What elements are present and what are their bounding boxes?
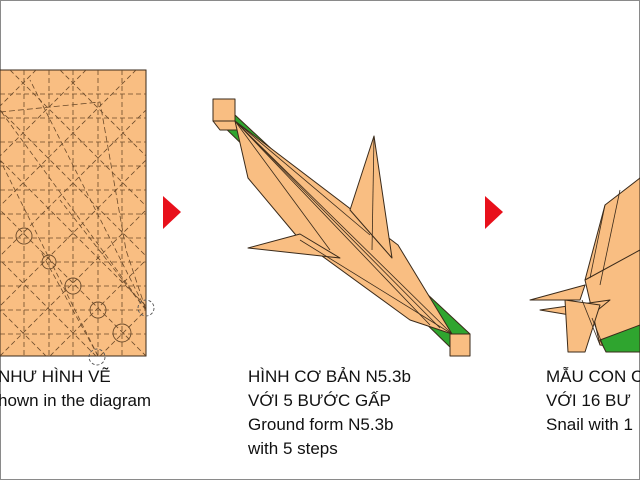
caption-line: VỚI 16 BƯ	[546, 391, 631, 410]
red-triangle-right-icon	[163, 196, 181, 229]
caption-line: hown in the diagram	[0, 391, 152, 410]
reference-circles	[88, 299, 155, 366]
crease-circles	[15, 227, 132, 343]
snail-model	[529, 177, 640, 353]
crease-lines	[0, 70, 146, 356]
caption-base-form: HÌNH CƠ BẢN N5.3b VỚI 5 BƯỚC GẤP Ground …	[248, 365, 411, 461]
red-triangle-right-icon	[485, 196, 503, 229]
caption-snail-model: MẪU CON C VỚI 16 BƯ Snail with 1	[546, 365, 640, 437]
caption-line: MẪU CON C	[546, 367, 640, 386]
caption-line: VỚI 5 BƯỚC GẤP	[248, 391, 391, 410]
caption-crease-pattern: NHƯ HÌNH VẼ hown in the diagram	[0, 365, 151, 413]
crease-pattern-sheet	[0, 69, 155, 366]
caption-line: Snail with 1	[546, 415, 633, 434]
caption-line: Ground form N5.3b	[248, 415, 394, 434]
caption-line: HÌNH CƠ BẢN N5.3b	[248, 367, 411, 386]
caption-line: with 5 steps	[248, 439, 338, 458]
caption-line: NHƯ HÌNH VẼ	[0, 367, 111, 386]
base-form-model	[212, 98, 471, 357]
